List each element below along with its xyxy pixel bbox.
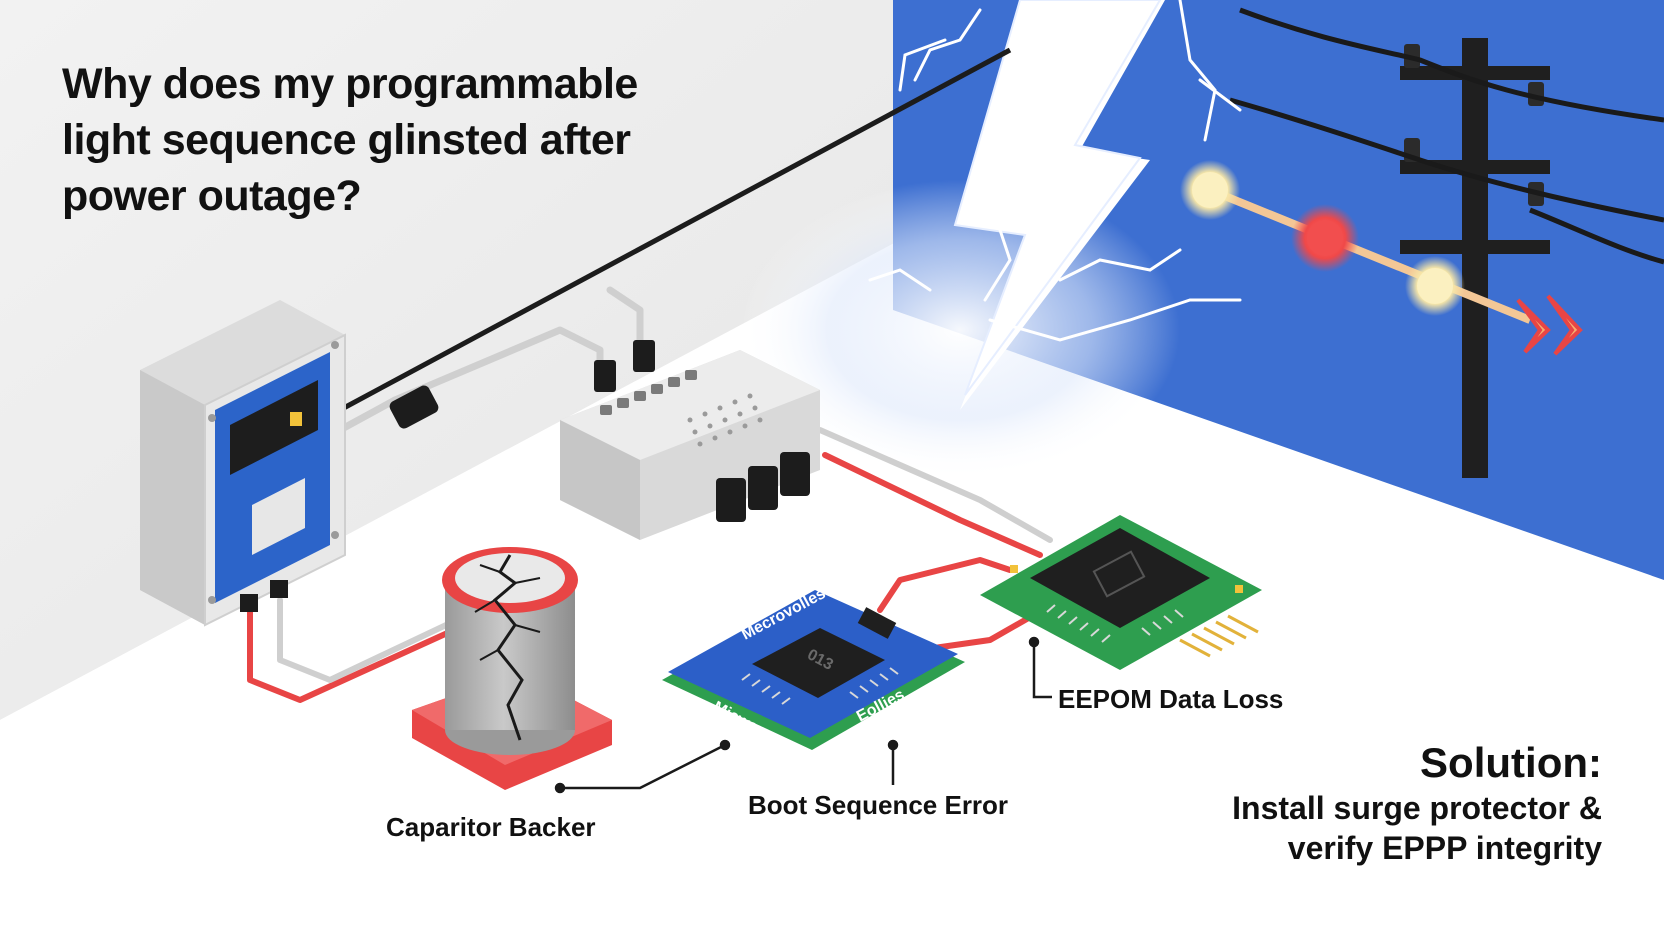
arrow-forward-icon (1516, 294, 1583, 356)
solution-line: verify EPPP integrity (1287, 830, 1602, 866)
solution-heading: Solution: (1420, 739, 1602, 786)
title-line: Why does my programmable (62, 60, 638, 108)
capacitor (412, 547, 612, 790)
light-sequence (1180, 160, 1583, 356)
solution-text: Install surge protector & verify EPPP in… (1232, 788, 1602, 868)
solution-line: Install surge protector & (1232, 790, 1602, 826)
title-line: power outage? (62, 172, 362, 220)
junction-box (560, 350, 820, 540)
power-cable (338, 47, 1012, 413)
title-line: light sequence glinsted after (62, 116, 631, 164)
solution-block: Solution: Install surge protector & veri… (1232, 738, 1602, 868)
eeprom-board (980, 515, 1262, 670)
power-pole (1229, 7, 1664, 478)
page-title: Why does my programmable light sequence … (62, 56, 762, 224)
boot-error-callout: Boot Sequence Error (748, 790, 1009, 820)
capacitor-callout: Caparitor Backer (386, 812, 596, 842)
lightning-bolt (868, 0, 1242, 410)
callout-lines (554, 636, 1052, 794)
eeprom-callout: EEPOM Data Loss (1058, 684, 1284, 714)
controller-box (140, 300, 346, 627)
